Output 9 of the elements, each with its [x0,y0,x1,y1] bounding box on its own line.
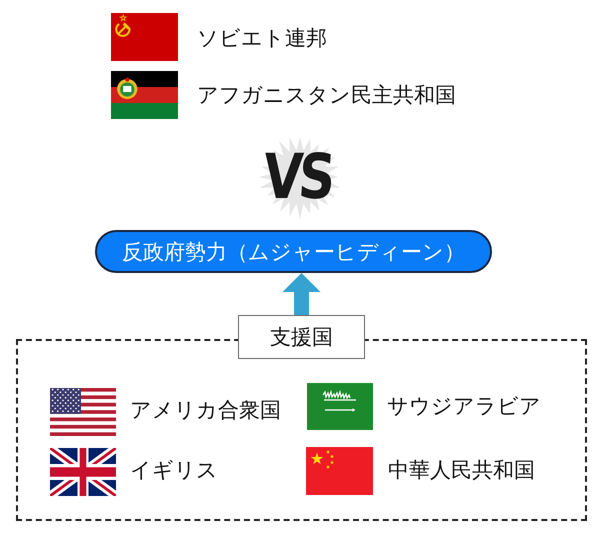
country-name: イギリス [130,458,218,482]
block-arrow [282,273,320,315]
country-name: ソビエト連邦 [197,26,327,50]
country-name: サウジアラビア [387,394,541,418]
rounded-box: 反政府勢力（ムジャーヒディーン） [95,230,492,273]
country-name: アフガニスタン民主共和国 [197,83,456,107]
label-box: 支援国 [238,315,365,359]
country-name: アメリカ合衆国 [130,398,281,422]
country-name: 中華人民共和国 [388,458,535,482]
